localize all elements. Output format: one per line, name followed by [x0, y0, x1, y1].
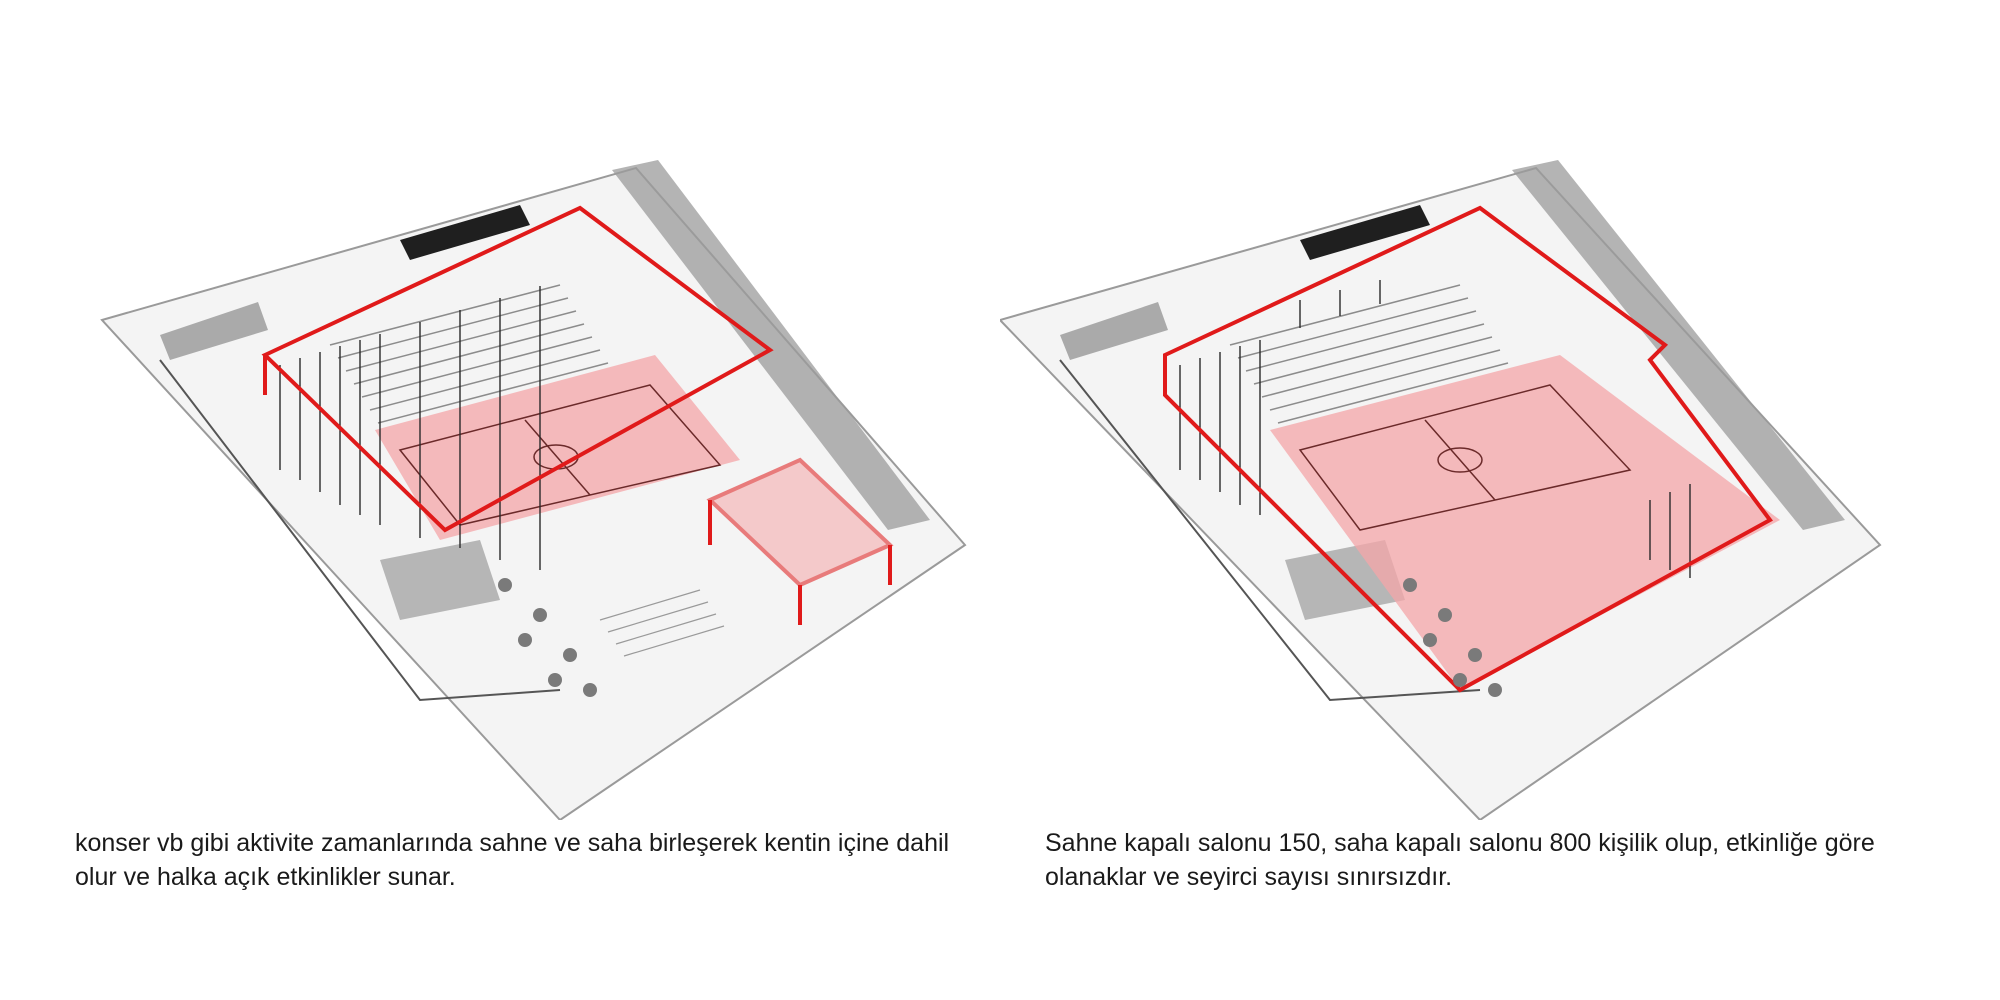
landscape-strip-top [612, 160, 930, 530]
combined-outline [1163, 205, 1773, 693]
hall-outline [261, 205, 774, 533]
landscape-strip-bottom [380, 540, 500, 620]
trees [498, 578, 597, 697]
trees [1403, 578, 1502, 697]
plaza-stairs [599, 589, 725, 657]
right-caption: Sahne kapalı salonu 150, saha kapalı sal… [1045, 826, 1945, 894]
seating-tribune [1229, 284, 1509, 424]
left-axonometric-drawing [100, 160, 967, 820]
right-panel: Sahne kapalı salonu 150, saha kapalı sal… [1000, 0, 2000, 1000]
left-caption: konser vb gibi aktivite zamanlarında sah… [75, 826, 975, 894]
landscape-strip-top [1512, 160, 1845, 530]
outer-wall [1059, 359, 1481, 702]
roof-shadow [1300, 205, 1430, 260]
right-caption-line-1: Sahne kapalı salonu 150, saha kapalı sal… [1045, 829, 1875, 857]
landscape-strip-left [1060, 302, 1168, 360]
court-highlight [375, 355, 740, 540]
landscape-strip-left [160, 302, 268, 360]
right-axonometric-drawing [1000, 160, 1882, 820]
right-caption-line-2: olanaklar ve seyirci sayısı sınırsızdır. [1045, 863, 1453, 891]
facade-mullions [1179, 280, 1691, 578]
roof-shadow [400, 205, 530, 260]
left-caption-line-1: konser vb gibi aktivite zamanlarında sah… [75, 829, 950, 857]
left-panel: konser vb gibi aktivite zamanlarında sah… [75, 160, 975, 894]
outer-wall [159, 359, 561, 702]
left-caption-line-2: olur ve halka açık etkinlikler sunar. [75, 863, 456, 891]
combined-highlight [1270, 355, 1780, 690]
facade-mullions [279, 286, 541, 570]
court-markings [1298, 384, 1632, 531]
seating-tribune [329, 284, 609, 424]
